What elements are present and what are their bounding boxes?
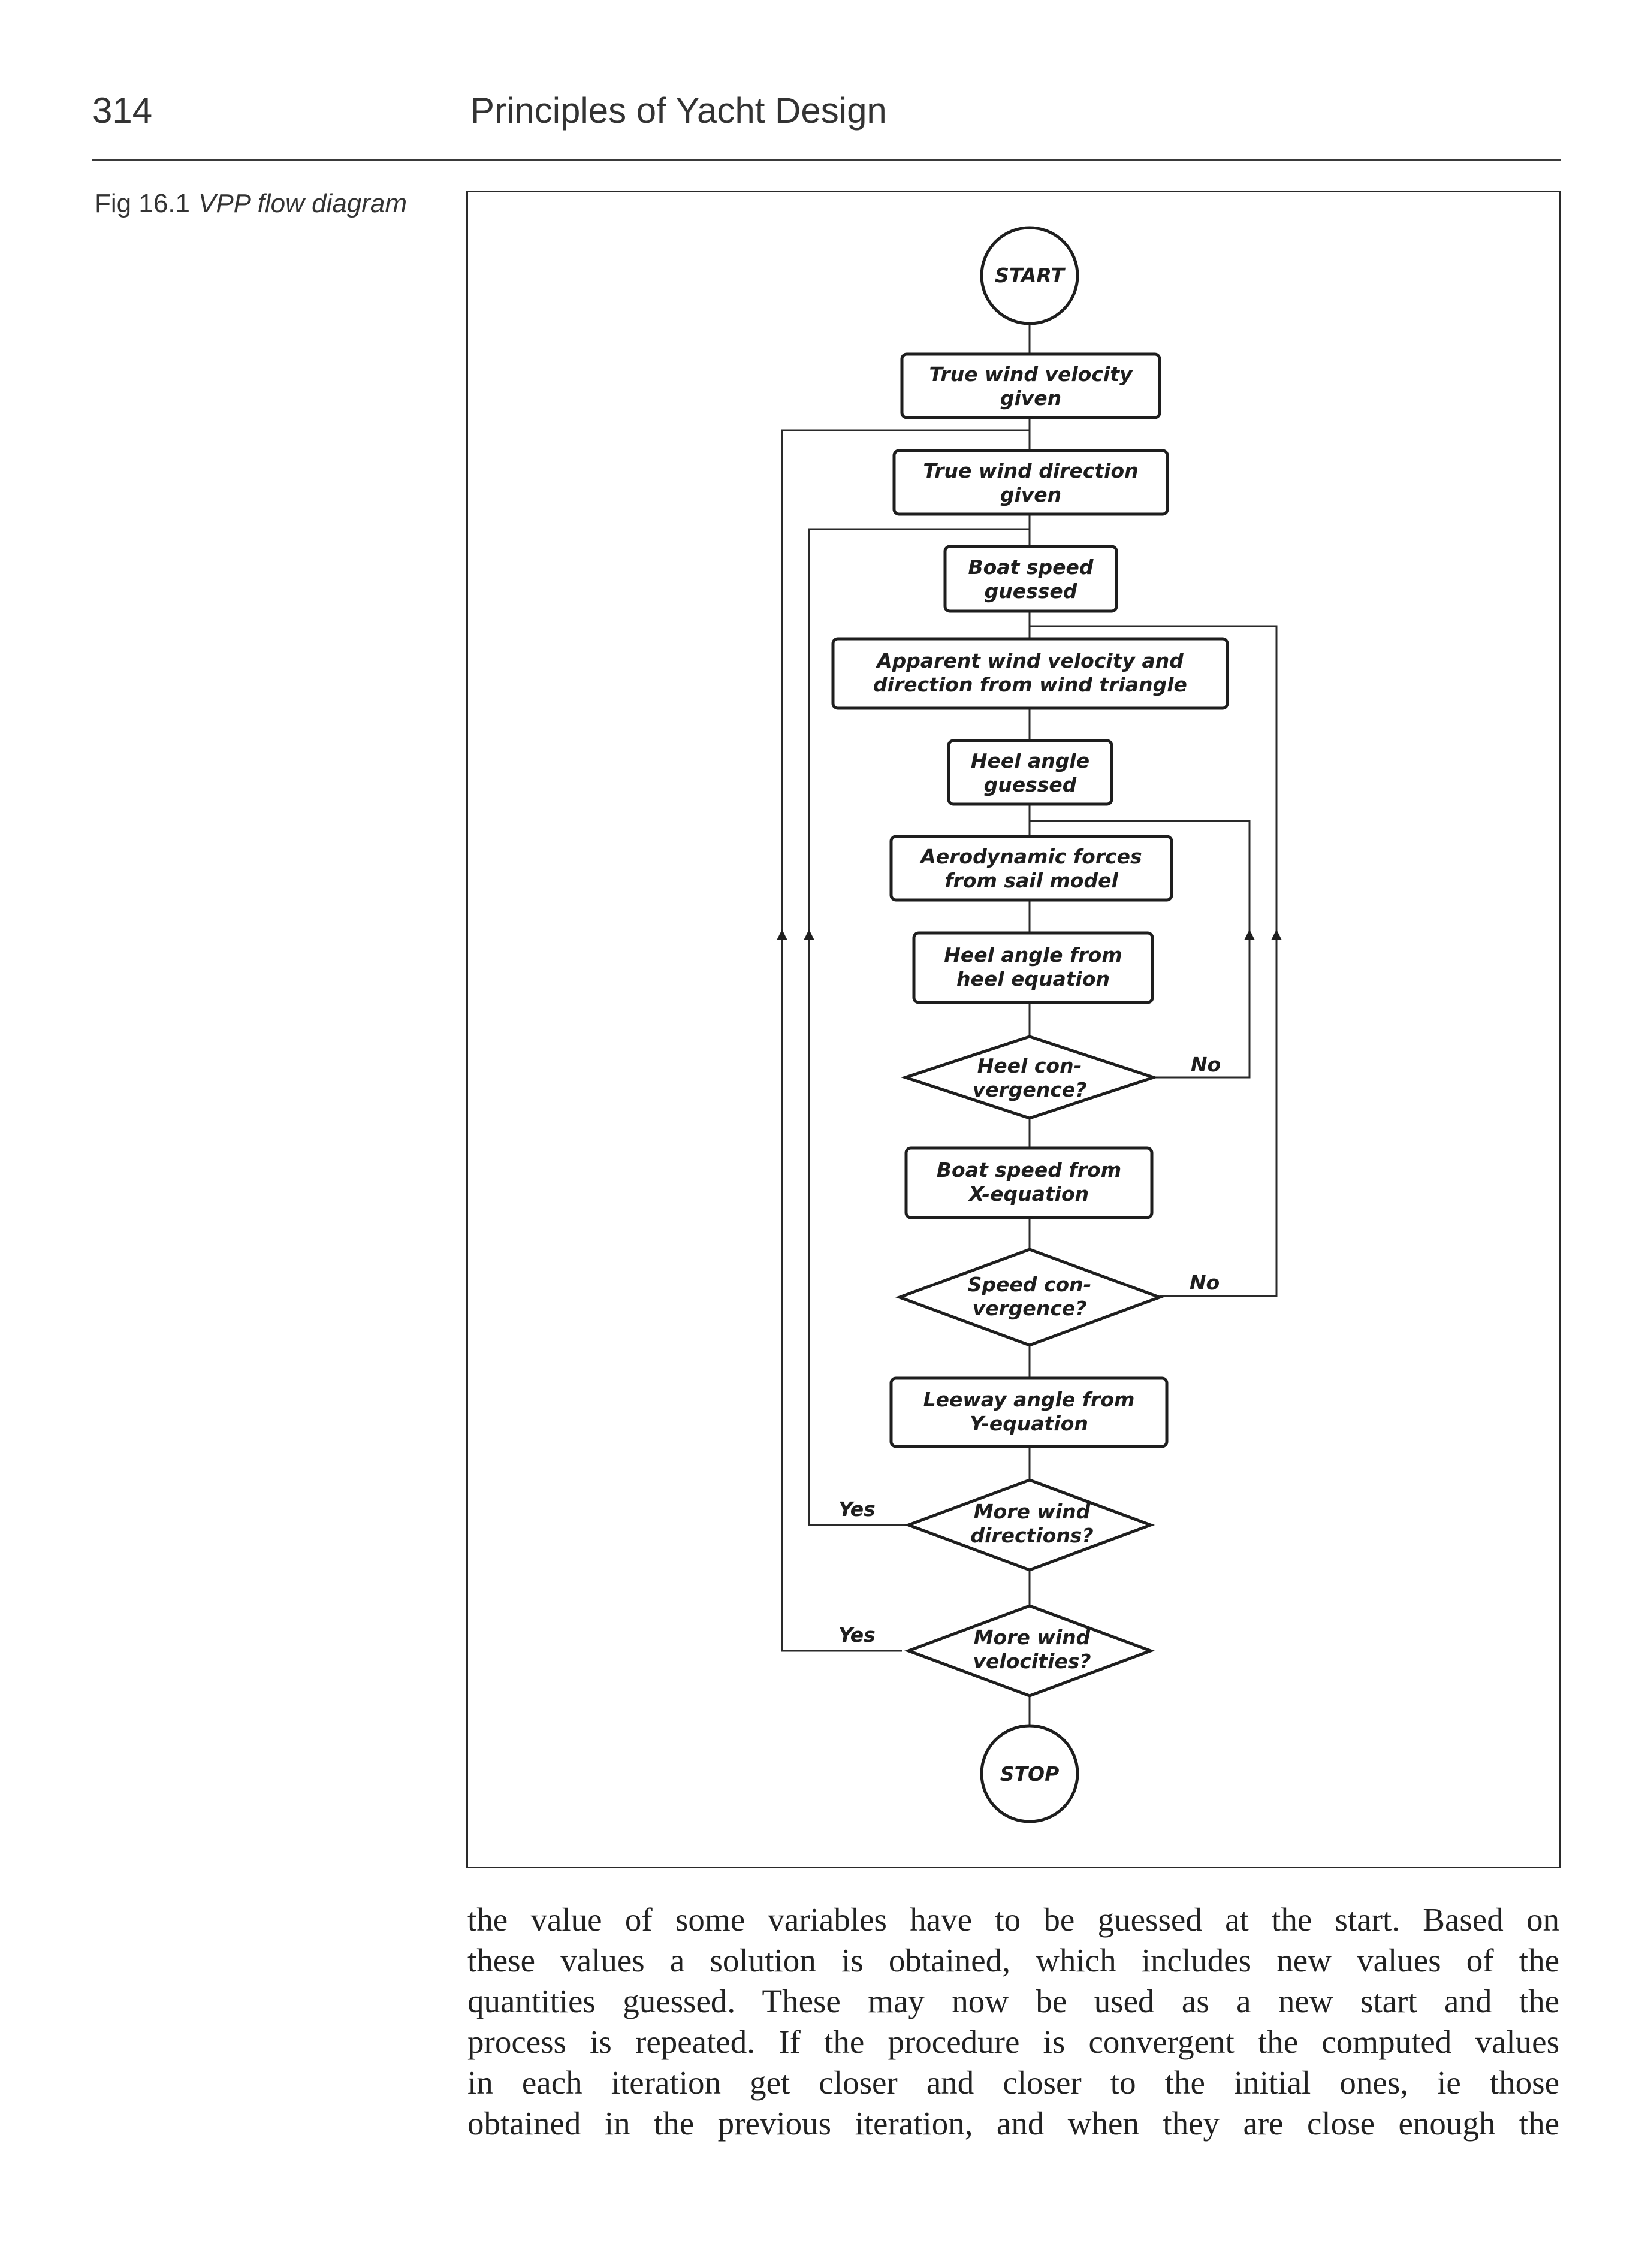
apparent-wind-line-1: Apparent wind velocity and — [875, 649, 1184, 672]
body-line: the value of some variables have to be g… — [467, 1901, 1559, 1938]
speed-convergence-no-label: No — [1190, 1271, 1220, 1294]
more-velocities-decision: More wind velocities? Yes — [838, 1604, 1155, 1698]
start-node: START — [980, 226, 1079, 325]
heel-angle-equation-box: Heel angle from heel equation — [912, 931, 1154, 1004]
figure-title: VPP flow diagram — [198, 189, 408, 218]
figure-caption: Fig 16.1 VPP flow diagram — [95, 189, 407, 219]
body-line: these values a solution is obtained, whi… — [467, 1942, 1559, 1979]
loop-more-velocities — [777, 429, 1030, 1652]
true-wind-velocity-box: True wind velocity given — [900, 352, 1161, 419]
body-line: quantities guessed. These may now be use… — [467, 1983, 1559, 2019]
heel-angle-guessed-box: Heel angle guessed — [947, 739, 1113, 806]
leeway-angle-line-2: Y-equation — [970, 1412, 1088, 1435]
vpp-flow-diagram: START True wind velocity given True wind… — [777, 226, 1282, 1823]
header-rule — [92, 159, 1561, 161]
true-wind-velocity-line-2: given — [1000, 386, 1061, 410]
true-wind-velocity-line-1: True wind velocity — [929, 363, 1133, 386]
more-velocities-yes-label: Yes — [838, 1623, 876, 1647]
true-wind-direction-box: True wind direction given — [892, 449, 1169, 516]
stop-label: STOP — [1000, 1762, 1060, 1786]
heel-convergence-line-2: vergence? — [973, 1078, 1087, 1101]
true-wind-direction-line-1: True wind direction — [923, 459, 1138, 482]
start-label: START — [995, 264, 1066, 287]
heel-angle-equation-line-2: heel equation — [956, 967, 1110, 990]
loop-speed-convergence — [1030, 625, 1282, 1297]
boat-speed-x-equation-box: Boat speed from X-equation — [904, 1146, 1154, 1219]
speed-convergence-line-2: vergence? — [973, 1297, 1087, 1320]
more-directions-decision: More wind directions? Yes — [838, 1478, 1155, 1572]
speed-convergence-decision: Speed con- vergence? No — [895, 1248, 1220, 1347]
loop-heel-convergence — [1030, 820, 1255, 1079]
page-number: 314 — [92, 90, 153, 131]
true-wind-direction-line-2: given — [1000, 483, 1061, 506]
aerodynamic-forces-box: Aerodynamic forces from sail model — [889, 835, 1173, 902]
stop-node: STOP — [980, 1724, 1079, 1823]
loop-more-directions — [804, 528, 1030, 1526]
figure-label: Fig 16.1 — [95, 189, 190, 218]
body-paragraph: the value of some variables have to be g… — [467, 1899, 1559, 2144]
aerodynamic-forces-line-1: Aerodynamic forces — [919, 845, 1142, 868]
apparent-wind-box: Apparent wind velocity and direction fro… — [831, 637, 1229, 710]
leeway-angle-line-1: Leeway angle from — [923, 1388, 1135, 1411]
heel-convergence-line-1: Heel con- — [977, 1054, 1082, 1077]
heel-convergence-decision: Heel con- vergence? No — [900, 1035, 1221, 1120]
more-velocities-line-1: More wind — [974, 1626, 1091, 1649]
heel-angle-guessed-line-1: Heel angle — [971, 749, 1089, 772]
boat-speed-guessed-line-1: Boat speed — [968, 555, 1093, 579]
running-head: Principles of Yacht Design — [470, 90, 887, 131]
more-directions-line-2: directions? — [970, 1524, 1093, 1547]
heel-angle-equation-line-1: Heel angle from — [944, 943, 1122, 967]
leeway-angle-box: Leeway angle from Y-equation — [889, 1376, 1169, 1448]
speed-convergence-line-1: Speed con- — [968, 1273, 1092, 1296]
more-velocities-line-2: velocities? — [973, 1650, 1091, 1673]
boat-speed-guessed-box: Boat speed guessed — [943, 545, 1118, 613]
body-line: process is repeated. If the procedure is… — [467, 2024, 1559, 2060]
boat-speed-x-equation-line-1: Boat speed from — [937, 1158, 1121, 1182]
aerodynamic-forces-line-2: from sail model — [944, 869, 1118, 892]
more-directions-line-1: More wind — [974, 1500, 1091, 1523]
body-line: obtained in the previous iteration, and … — [467, 2105, 1559, 2142]
heel-angle-guessed-line-2: guessed — [984, 773, 1077, 796]
more-directions-yes-label: Yes — [838, 1497, 876, 1521]
apparent-wind-line-2: direction from wind triangle — [873, 673, 1187, 696]
boat-speed-guessed-line-2: guessed — [985, 579, 1077, 603]
body-line: in each iteration get closer and closer … — [467, 2064, 1559, 2101]
heel-convergence-no-label: No — [1191, 1053, 1221, 1076]
boat-speed-x-equation-line-2: X-equation — [968, 1182, 1089, 1206]
figure-frame — [466, 191, 1561, 1868]
